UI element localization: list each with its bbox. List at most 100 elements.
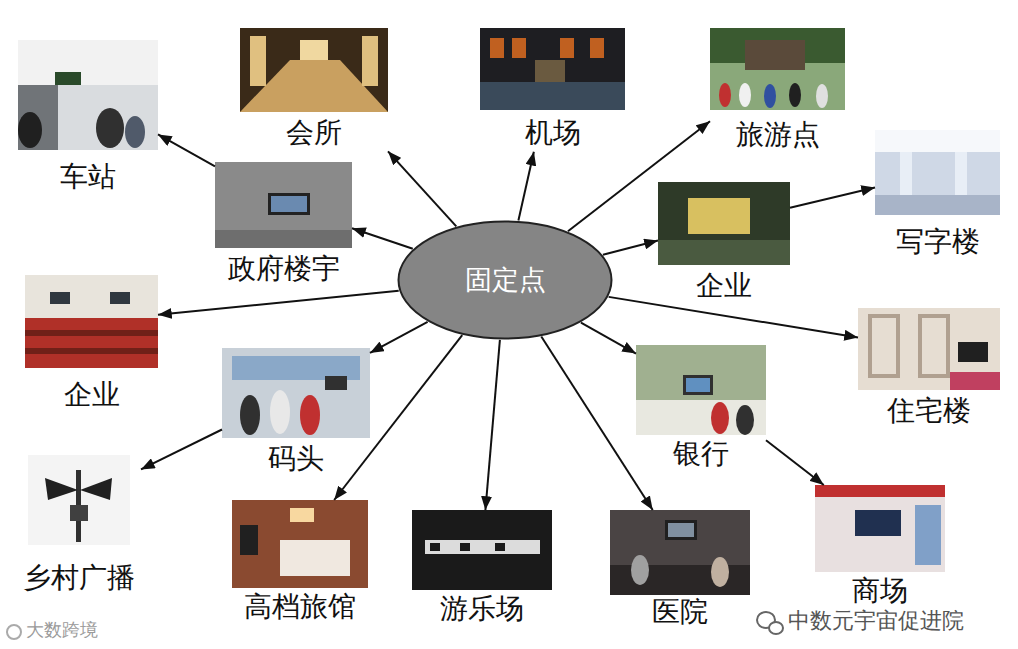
scenic-photo (710, 28, 845, 110)
arrow-connector (541, 337, 652, 510)
icon-bubble (769, 622, 783, 634)
arrow-connector (141, 429, 222, 469)
photo-ground (240, 28, 388, 112)
club-card: 会所 (240, 28, 388, 152)
wechat-icon (757, 612, 783, 634)
bank-photo (636, 345, 766, 435)
photo-person (711, 557, 729, 587)
photo-seats (658, 240, 790, 265)
hotel-card: 高档旅馆 (232, 500, 368, 626)
hotel-photo (232, 500, 368, 588)
photo-ground (858, 308, 1000, 390)
place-caption: 政府楼宇 (226, 254, 342, 285)
photo-spacer (636, 345, 766, 439)
photo-ground (636, 345, 766, 435)
photo-person (764, 84, 776, 108)
office-photo (875, 130, 1000, 215)
arrow-connector (568, 121, 710, 231)
place-caption: 旅游点 (734, 120, 822, 151)
photo-light (300, 40, 328, 60)
enterprise-photo (658, 182, 790, 265)
photo-person (18, 112, 42, 148)
photo-ceiling (875, 130, 1000, 152)
arrow-connector (790, 187, 875, 207)
pier-photo (222, 348, 370, 438)
place-caption: 会所 (284, 118, 344, 149)
photo-seats (610, 565, 750, 595)
government-photo (215, 162, 352, 248)
photo-screen (325, 376, 347, 390)
photo-seat-row (25, 348, 158, 354)
photo-light (290, 508, 314, 522)
photo-screen (110, 292, 130, 304)
photo-tv (665, 520, 697, 540)
bank-card: 银行 (636, 345, 766, 473)
mall-photo (815, 485, 945, 572)
photo-spacer (875, 130, 1000, 227)
photo-tv (855, 510, 901, 536)
enterprise-card: 企业 (658, 182, 790, 305)
photo-panel (512, 38, 526, 58)
photo-person (125, 116, 145, 148)
photo-ceiling (18, 40, 158, 85)
rural-broadcast-photo (28, 455, 130, 545)
arrow-connector (518, 152, 533, 221)
amusement-photo (412, 510, 552, 590)
photo-panel (490, 38, 504, 58)
photo-speaker (80, 478, 112, 500)
arrow-connector (370, 322, 428, 353)
station-card: 车站 (18, 40, 158, 196)
photo-person (270, 390, 290, 434)
photo-spacer (215, 162, 352, 254)
arrow-connector (485, 340, 499, 510)
arrow-connector (581, 323, 636, 354)
photo-counter (636, 400, 766, 435)
place-caption: 高档旅馆 (242, 592, 358, 623)
photo-box (70, 505, 88, 521)
photo-spacer (25, 275, 158, 380)
place-caption: 乡村广播 (21, 563, 137, 594)
mall-card: 商场 (815, 485, 945, 610)
photo-spacer (240, 28, 388, 118)
photo-panel (590, 38, 604, 58)
photo-building (745, 40, 805, 70)
hub-label: 固定点 (465, 265, 546, 295)
photo-spacer (222, 348, 370, 444)
place-caption: 住宅楼 (885, 396, 973, 427)
photo-floor (480, 82, 625, 110)
place-caption: 机场 (523, 118, 583, 149)
watermark-text: 大数跨境 (26, 620, 98, 640)
photo-ground (25, 275, 158, 368)
club-photo (240, 28, 388, 112)
broadcast-card: 乡村广播 (17, 455, 141, 597)
photo-strip (950, 372, 1000, 390)
photo-spacer (815, 485, 945, 576)
place-caption: 游乐场 (438, 594, 526, 625)
place-caption: 银行 (671, 439, 731, 470)
airport-card: 机场 (480, 28, 625, 152)
photo-ground (710, 28, 845, 110)
photo-person (736, 405, 754, 435)
pier-card: 码头 (222, 348, 370, 478)
photo-tv (240, 525, 258, 555)
hub-ellipse: 固定点 (397, 220, 613, 340)
photo-ground (222, 348, 370, 438)
photo-ground (232, 500, 368, 588)
photo-person (631, 555, 649, 585)
residence-card: 住宅楼 (858, 308, 1000, 430)
photo-ground (18, 40, 158, 150)
enterprise-photo (25, 275, 158, 368)
photo-person (711, 402, 729, 434)
photo-ground (412, 510, 552, 590)
photo-speaker (45, 478, 78, 500)
photo-ground (815, 485, 945, 572)
arrow-connector (603, 241, 658, 255)
place-caption: 车站 (58, 162, 118, 193)
place-caption: 码头 (266, 444, 326, 475)
photo-person (789, 83, 801, 107)
photo-sign-mark (460, 543, 470, 551)
photo-spacer (480, 28, 625, 118)
place-caption: 企业 (694, 271, 754, 302)
photo-sign-mark (495, 543, 505, 551)
enterprise-card: 企业 (25, 275, 158, 414)
